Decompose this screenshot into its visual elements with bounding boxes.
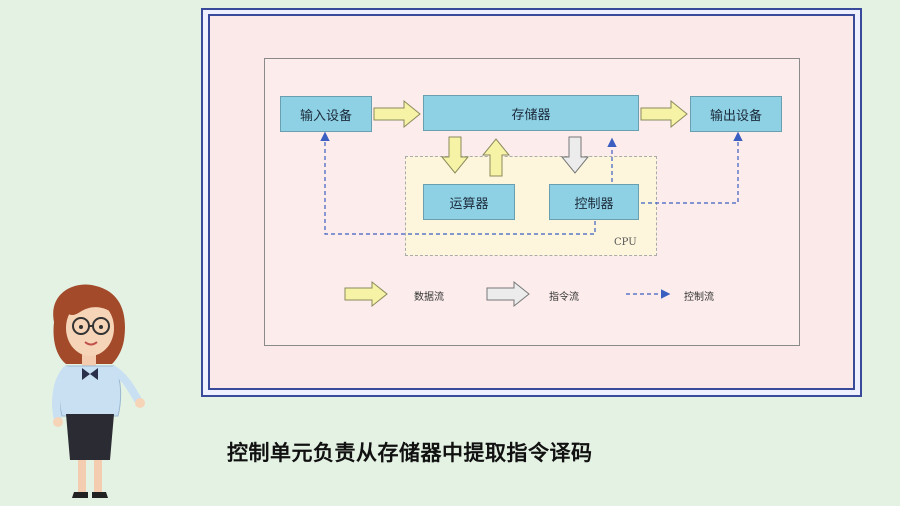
controller-block: 控制器 (549, 184, 639, 220)
input-device-block: 输入设备 (280, 96, 372, 132)
data-flow-arrow-memory-to-output (640, 99, 688, 129)
data-flow-arrow-input-to-memory (373, 99, 421, 129)
memory-block: 存储器 (423, 95, 639, 131)
legend-data-flow-label: 数据流 (414, 292, 444, 303)
legend-control-flow-label: 控制流 (684, 292, 714, 303)
data-flow-arrow-alu-to-memory (481, 138, 511, 177)
data-flow-arrow-memory-to-alu (440, 136, 470, 174)
legend-instruction-flow-label: 指令流 (549, 292, 579, 303)
control-flow-lines (320, 131, 743, 235)
teacher-character-icon (52, 284, 145, 498)
control-line-to-input (320, 131, 596, 235)
subtitle-caption: 控制单元负责从存储器中提取指令译码 (227, 441, 593, 465)
output-device-block: 输出设备 (690, 96, 782, 132)
legend-instruction-flow-icon (486, 280, 530, 308)
control-line-to-output (641, 131, 743, 204)
instruction-flow-arrow-memory-to-controller (560, 136, 590, 174)
cpu-label: CPU (614, 237, 637, 248)
legend-data-flow-icon (344, 280, 388, 308)
alu-block: 运算器 (423, 184, 515, 220)
